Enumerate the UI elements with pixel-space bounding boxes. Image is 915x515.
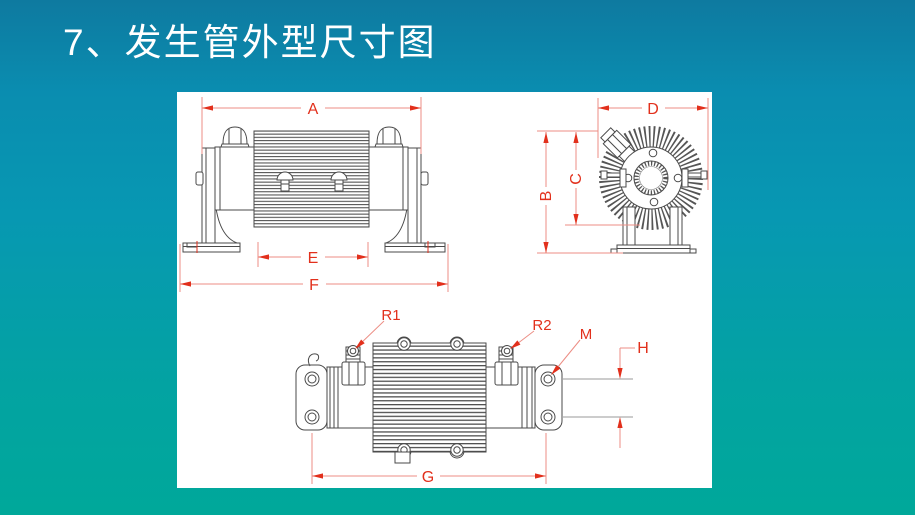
dim-label-g: G bbox=[422, 469, 434, 486]
top-view-drawing: R1 R2 M H bbox=[295, 307, 649, 486]
dim-label-m: M bbox=[580, 326, 593, 343]
side-view-drawing: A E F bbox=[179, 97, 449, 294]
leader-M: M bbox=[549, 326, 592, 377]
dimension-G: G bbox=[311, 433, 547, 486]
leader-R1: R1 bbox=[353, 307, 401, 351]
dim-label-r2: R2 bbox=[532, 317, 551, 334]
dimension-H: H bbox=[563, 340, 649, 448]
dimension-F: F bbox=[179, 244, 449, 294]
dimension-B: B bbox=[537, 130, 623, 254]
dim-label-b: B bbox=[538, 191, 555, 202]
dimension-C: C bbox=[565, 132, 640, 226]
dimension-A: A bbox=[201, 97, 422, 154]
dim-label-e: E bbox=[308, 250, 319, 267]
dim-label-d: D bbox=[647, 101, 659, 118]
dim-label-c: C bbox=[568, 173, 585, 185]
dim-label-a: A bbox=[308, 101, 319, 118]
end-view-drawing: D B C bbox=[537, 98, 709, 254]
dim-label-f: F bbox=[309, 277, 319, 294]
dimension-D: D bbox=[597, 98, 709, 190]
dimension-drawing: A E F bbox=[179, 97, 709, 486]
leader-R2: R2 bbox=[508, 317, 552, 352]
dimension-drawing-panel: A E F bbox=[177, 92, 712, 488]
dim-label-h: H bbox=[637, 340, 649, 357]
page-title: 7、发生管外型尺寸图 bbox=[63, 22, 437, 63]
dim-label-r1: R1 bbox=[381, 307, 400, 324]
dimension-E: E bbox=[257, 242, 369, 267]
